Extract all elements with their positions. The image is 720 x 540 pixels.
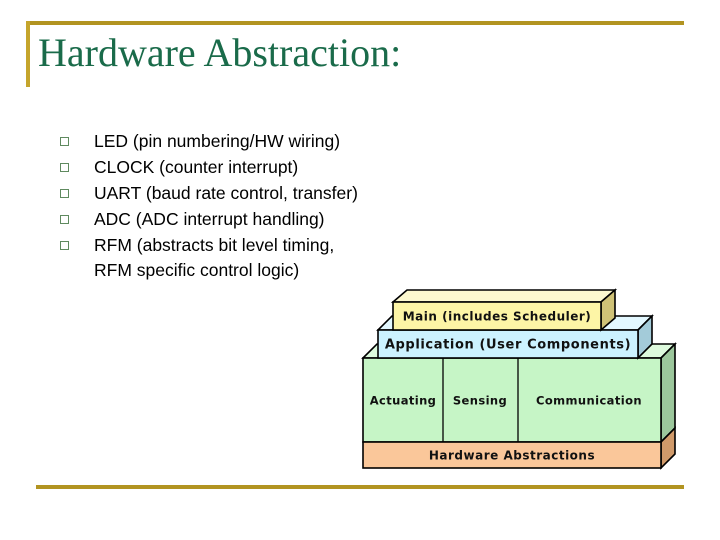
list-item-label: RFM (abstracts bit level timing, RFM spe… <box>94 235 335 280</box>
list-item: LED (pin numbering/HW wiring) <box>60 129 460 154</box>
hollow-square-bullet-icon <box>60 241 69 250</box>
main-top-face <box>390 289 618 303</box>
list-item: ADC (ADC interrupt handling) <box>60 207 460 232</box>
title-rule-left <box>26 21 30 87</box>
list-item-label: LED (pin numbering/HW wiring) <box>94 131 341 151</box>
bullet-list: LED (pin numbering/HW wiring) CLOCK (cou… <box>60 129 460 284</box>
components-front-face <box>362 357 662 443</box>
list-item-label: ADC (ADC interrupt handling) <box>94 209 325 229</box>
hollow-square-bullet-icon <box>60 137 69 146</box>
hardware-layer-label: Hardware Abstractions <box>429 449 595 463</box>
hollow-square-bullet-icon <box>60 215 69 224</box>
list-item-label: CLOCK (counter interrupt) <box>94 157 299 177</box>
components-right-face <box>660 342 676 444</box>
title-rule-top <box>26 21 684 25</box>
components-cell-label-actuating: Actuating <box>370 394 437 408</box>
main-front-face <box>392 301 602 331</box>
components-cell-label-sensing: Sensing <box>453 394 507 408</box>
application-layer-label: Application (User Components) <box>385 338 631 353</box>
list-item-label: UART (baud rate control, transfer) <box>94 183 358 203</box>
footer-rule <box>36 485 684 489</box>
list-item: UART (baud rate control, transfer) <box>60 181 460 206</box>
hollow-square-bullet-icon <box>60 163 69 172</box>
hollow-square-bullet-icon <box>60 189 69 198</box>
list-item: CLOCK (counter interrupt) <box>60 155 460 180</box>
tinyos-layer-stack-diagram: Main (includes Scheduler) Application (U… <box>355 288 715 483</box>
list-item: RFM (abstracts bit level timing, RFM spe… <box>60 233 460 283</box>
hardware-front-face <box>362 441 662 469</box>
page-title: Hardware Abstraction: <box>38 30 402 75</box>
main-layer-label: Main (includes Scheduler) <box>403 310 592 324</box>
components-cell-label-communication: Communication <box>536 394 642 408</box>
